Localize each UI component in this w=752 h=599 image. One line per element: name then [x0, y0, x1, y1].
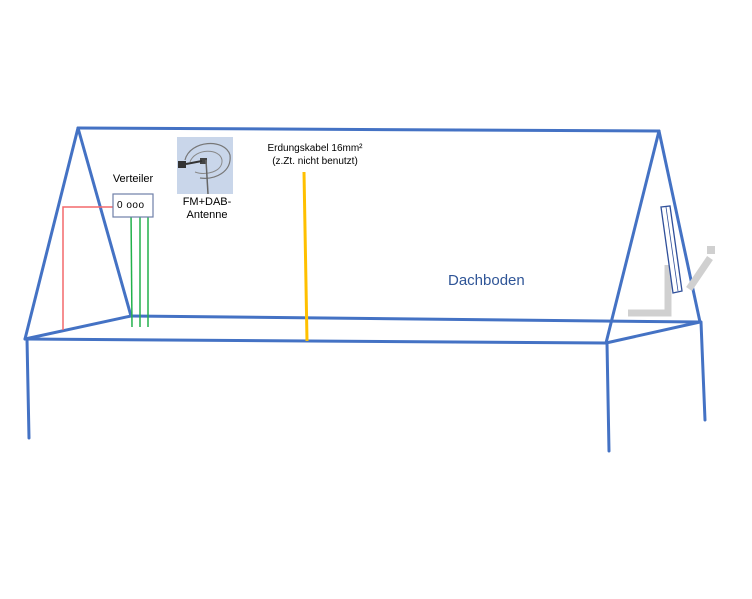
floor-back-edge	[129, 314, 702, 324]
antenna-photo	[177, 137, 233, 195]
ground-cable-label: Erdungskabel 16mm² (z.Zt. nicht benutzt)	[250, 142, 380, 168]
power-cable	[62, 206, 118, 330]
antenna-cable	[130, 209, 133, 328]
roof-structure	[23, 126, 707, 453]
right-gable-back	[657, 129, 702, 324]
left-wall	[25, 337, 31, 440]
left-gable-back	[76, 126, 133, 318]
distributor-label: Verteiler	[112, 173, 154, 185]
antenna-label-line2: Antenne	[186, 209, 228, 221]
antenna-label-line1: FM+DAB-	[182, 196, 232, 208]
distributor-ports: 0 ooo	[117, 200, 145, 211]
right-gable-front	[604, 129, 661, 345]
right-front-wall	[605, 341, 611, 453]
satellite-dish	[660, 205, 683, 294]
left-floor-edge	[23, 314, 133, 341]
ground-label-line2: (z.Zt. nicht benutzt)	[272, 156, 358, 167]
roof-ridge	[76, 126, 661, 133]
ground-cable	[302, 171, 309, 342]
ground-label-line1: Erdungskabel 16mm²	[267, 143, 363, 154]
left-gable-front	[23, 126, 80, 341]
floor-front-edge	[23, 337, 608, 345]
satellite-mount	[628, 246, 715, 317]
right-floor-edge	[604, 320, 702, 345]
right-back-wall	[699, 320, 707, 422]
antenna-label: FM+DAB- Antenne	[175, 196, 239, 222]
distributor-box	[112, 193, 154, 218]
antenna-cables	[130, 209, 149, 328]
attic-label: Dachboden	[448, 272, 525, 289]
